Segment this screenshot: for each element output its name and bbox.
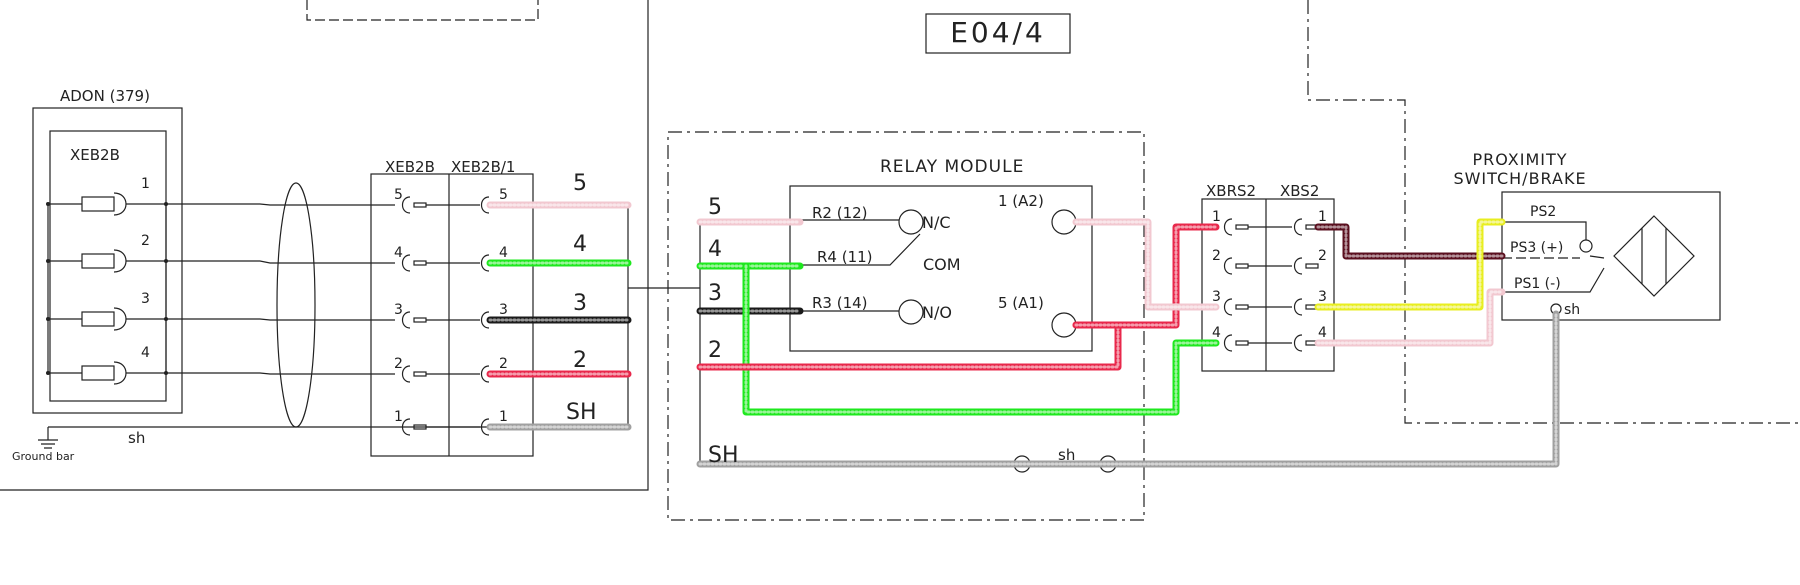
tb-left-socket: [401, 196, 427, 214]
xbs2-socket: [1293, 257, 1319, 275]
tb-left-socket: [401, 365, 427, 383]
wire-xbs2-3-yellow: [1314, 218, 1506, 311]
adon-pin-number: 4: [141, 345, 150, 361]
adon-pin: 4: [46, 345, 168, 385]
relay-module: RELAY MODULE R2 (12) N/C R4 (11) COM R3 …: [667, 131, 1145, 521]
tb-left-pin: 5: [394, 187, 403, 203]
xbs2-socket: [1293, 334, 1319, 352]
relay-wire-label-3: 3: [708, 281, 722, 306]
tb-left-pin: 3: [394, 302, 403, 318]
xbs2-pin: 4: [1318, 325, 1327, 341]
right-area-frame: [1307, 0, 1800, 424]
tb-right-pin: 3: [499, 302, 508, 318]
xbs2-pin: 2: [1318, 248, 1327, 264]
wire-sh-relay-gray: [696, 310, 1560, 468]
xbrs2-socket: [1223, 298, 1249, 316]
wire-4-green-loop: [742, 262, 1220, 416]
xbs2-pin: 3: [1318, 289, 1327, 305]
xbrs2-pin: 2: [1212, 248, 1221, 264]
adon-shield-label: sh: [128, 429, 145, 447]
tb-right-pin: 1: [499, 409, 508, 425]
relay-r2-label: R2 (12): [812, 204, 868, 222]
sheet-label: E04/4: [950, 16, 1046, 49]
wire-labels-relay: 5 4 3 2 SH: [708, 195, 739, 468]
trunk-line: [627, 205, 700, 427]
relay-sh-label: sh: [1058, 446, 1075, 464]
adon-to-tb-line: [166, 318, 395, 321]
adon-title: ADON (379): [60, 87, 150, 105]
adon-pin: 2: [46, 233, 168, 273]
xeb2b-left-label: XEB2B: [385, 158, 435, 176]
prox-title-1: PROXIMITY: [1472, 150, 1567, 169]
relay-wire-label-4: 4: [708, 237, 722, 262]
wire-xbs2-1-darkred: [1314, 223, 1506, 260]
wire-label-sh: SH: [566, 400, 597, 425]
terminal-block-xeb2b: XEB2B XEB2B/1 5 5 4 4 3 3 2 2 1 1: [370, 158, 534, 457]
xbrs2-pin: 3: [1212, 289, 1221, 305]
adon-pin: 3: [46, 291, 168, 331]
xbrs2-socket: [1223, 218, 1249, 236]
ground-bar-label: Ground bar: [12, 450, 75, 463]
terminal-block-xbrs2: XBRS2 XBS2 1 1 2 2 3 3 4 4: [1201, 182, 1335, 372]
tb-left-socket: [401, 254, 427, 272]
wire-xbs2-4-pink: [1314, 288, 1506, 347]
xbrs2-socket: [1223, 257, 1249, 275]
adon-unit: ADON (379) XEB2B 1 2 3 4 sh Ground bar: [12, 87, 628, 463]
prox-ps3-label: PS3 (+): [1510, 240, 1563, 256]
adon-pin-number: 3: [141, 291, 150, 307]
adon-to-tb-line: [166, 260, 395, 264]
wire-labels-left: 5 4 3 2 SH: [566, 171, 597, 425]
left-panel-frame: [0, 0, 649, 491]
xbrs2-pin: 4: [1212, 325, 1221, 341]
relay-wire-label-5: 5: [708, 195, 722, 220]
relay-no-label: N/O: [922, 303, 952, 322]
cable-bundle-ellipse: [276, 182, 316, 428]
adon-to-tb-line: [166, 203, 395, 206]
relay-com-label: COM: [923, 255, 961, 274]
prox-ps2-label: PS2: [1530, 204, 1556, 220]
xbs2-socket: [1293, 218, 1319, 236]
adon-connector-label: XEB2B: [70, 146, 120, 164]
adon-pin-number: 1: [141, 176, 150, 192]
adon-pin-number: 2: [141, 233, 150, 249]
wire-label-4: 4: [573, 232, 587, 257]
relay-r4-label: R4 (11): [817, 248, 873, 266]
relay-a1-label: 5 (A1): [998, 294, 1044, 312]
xbrs2-pin: 1: [1212, 209, 1221, 225]
wire-label-2: 2: [573, 348, 587, 373]
relay-nc-label: N/C: [922, 213, 951, 232]
tb-right-pin: 2: [499, 356, 508, 372]
tb-right-pin: 4: [499, 245, 508, 261]
xeb2b-right-label: XEB2B/1: [451, 158, 515, 176]
colored-wires: [486, 201, 1560, 468]
relay-r3-label: R3 (14): [812, 294, 868, 312]
adon-pin: 1: [46, 176, 168, 216]
prox-title-2: SWITCH/BRAKE: [1453, 169, 1586, 188]
xbrs2-right-label: XBS2: [1280, 182, 1319, 200]
sheet-label-box: E04/4: [925, 13, 1071, 54]
wire-label-5: 5: [573, 171, 587, 196]
wire-label-3: 3: [573, 291, 587, 316]
tb-left-pin: 1: [394, 409, 403, 425]
tb-left-pin: 2: [394, 356, 403, 372]
xbrs2-left-label: XBRS2: [1206, 182, 1256, 200]
wire-2-red-relay: [696, 321, 1122, 371]
xbs2-pin: 1: [1318, 209, 1327, 225]
tb-left-socket: [401, 311, 427, 329]
relay-wire-label-sh: SH: [708, 443, 739, 468]
wire-a2-pink: [1072, 218, 1220, 311]
adon-to-tb-line: [166, 372, 395, 375]
prox-sh-label: sh: [1564, 302, 1580, 318]
prox-ps1-label: PS1 (-): [1514, 276, 1561, 292]
wire-a1-red: [1072, 223, 1220, 329]
relay-a2-label: 1 (A2): [998, 192, 1044, 210]
relay-wire-label-2: 2: [708, 338, 722, 363]
proximity-switch: PROXIMITY SWITCH/BRAKE PS2 PS3 (+) PS1 (…: [1453, 150, 1721, 321]
xbs2-socket: [1293, 298, 1319, 316]
relay-module-title: RELAY MODULE: [880, 157, 1024, 177]
tb-left-pin: 4: [394, 245, 403, 261]
xbrs2-socket: [1223, 334, 1249, 352]
tb-right-pin: 5: [499, 187, 508, 203]
